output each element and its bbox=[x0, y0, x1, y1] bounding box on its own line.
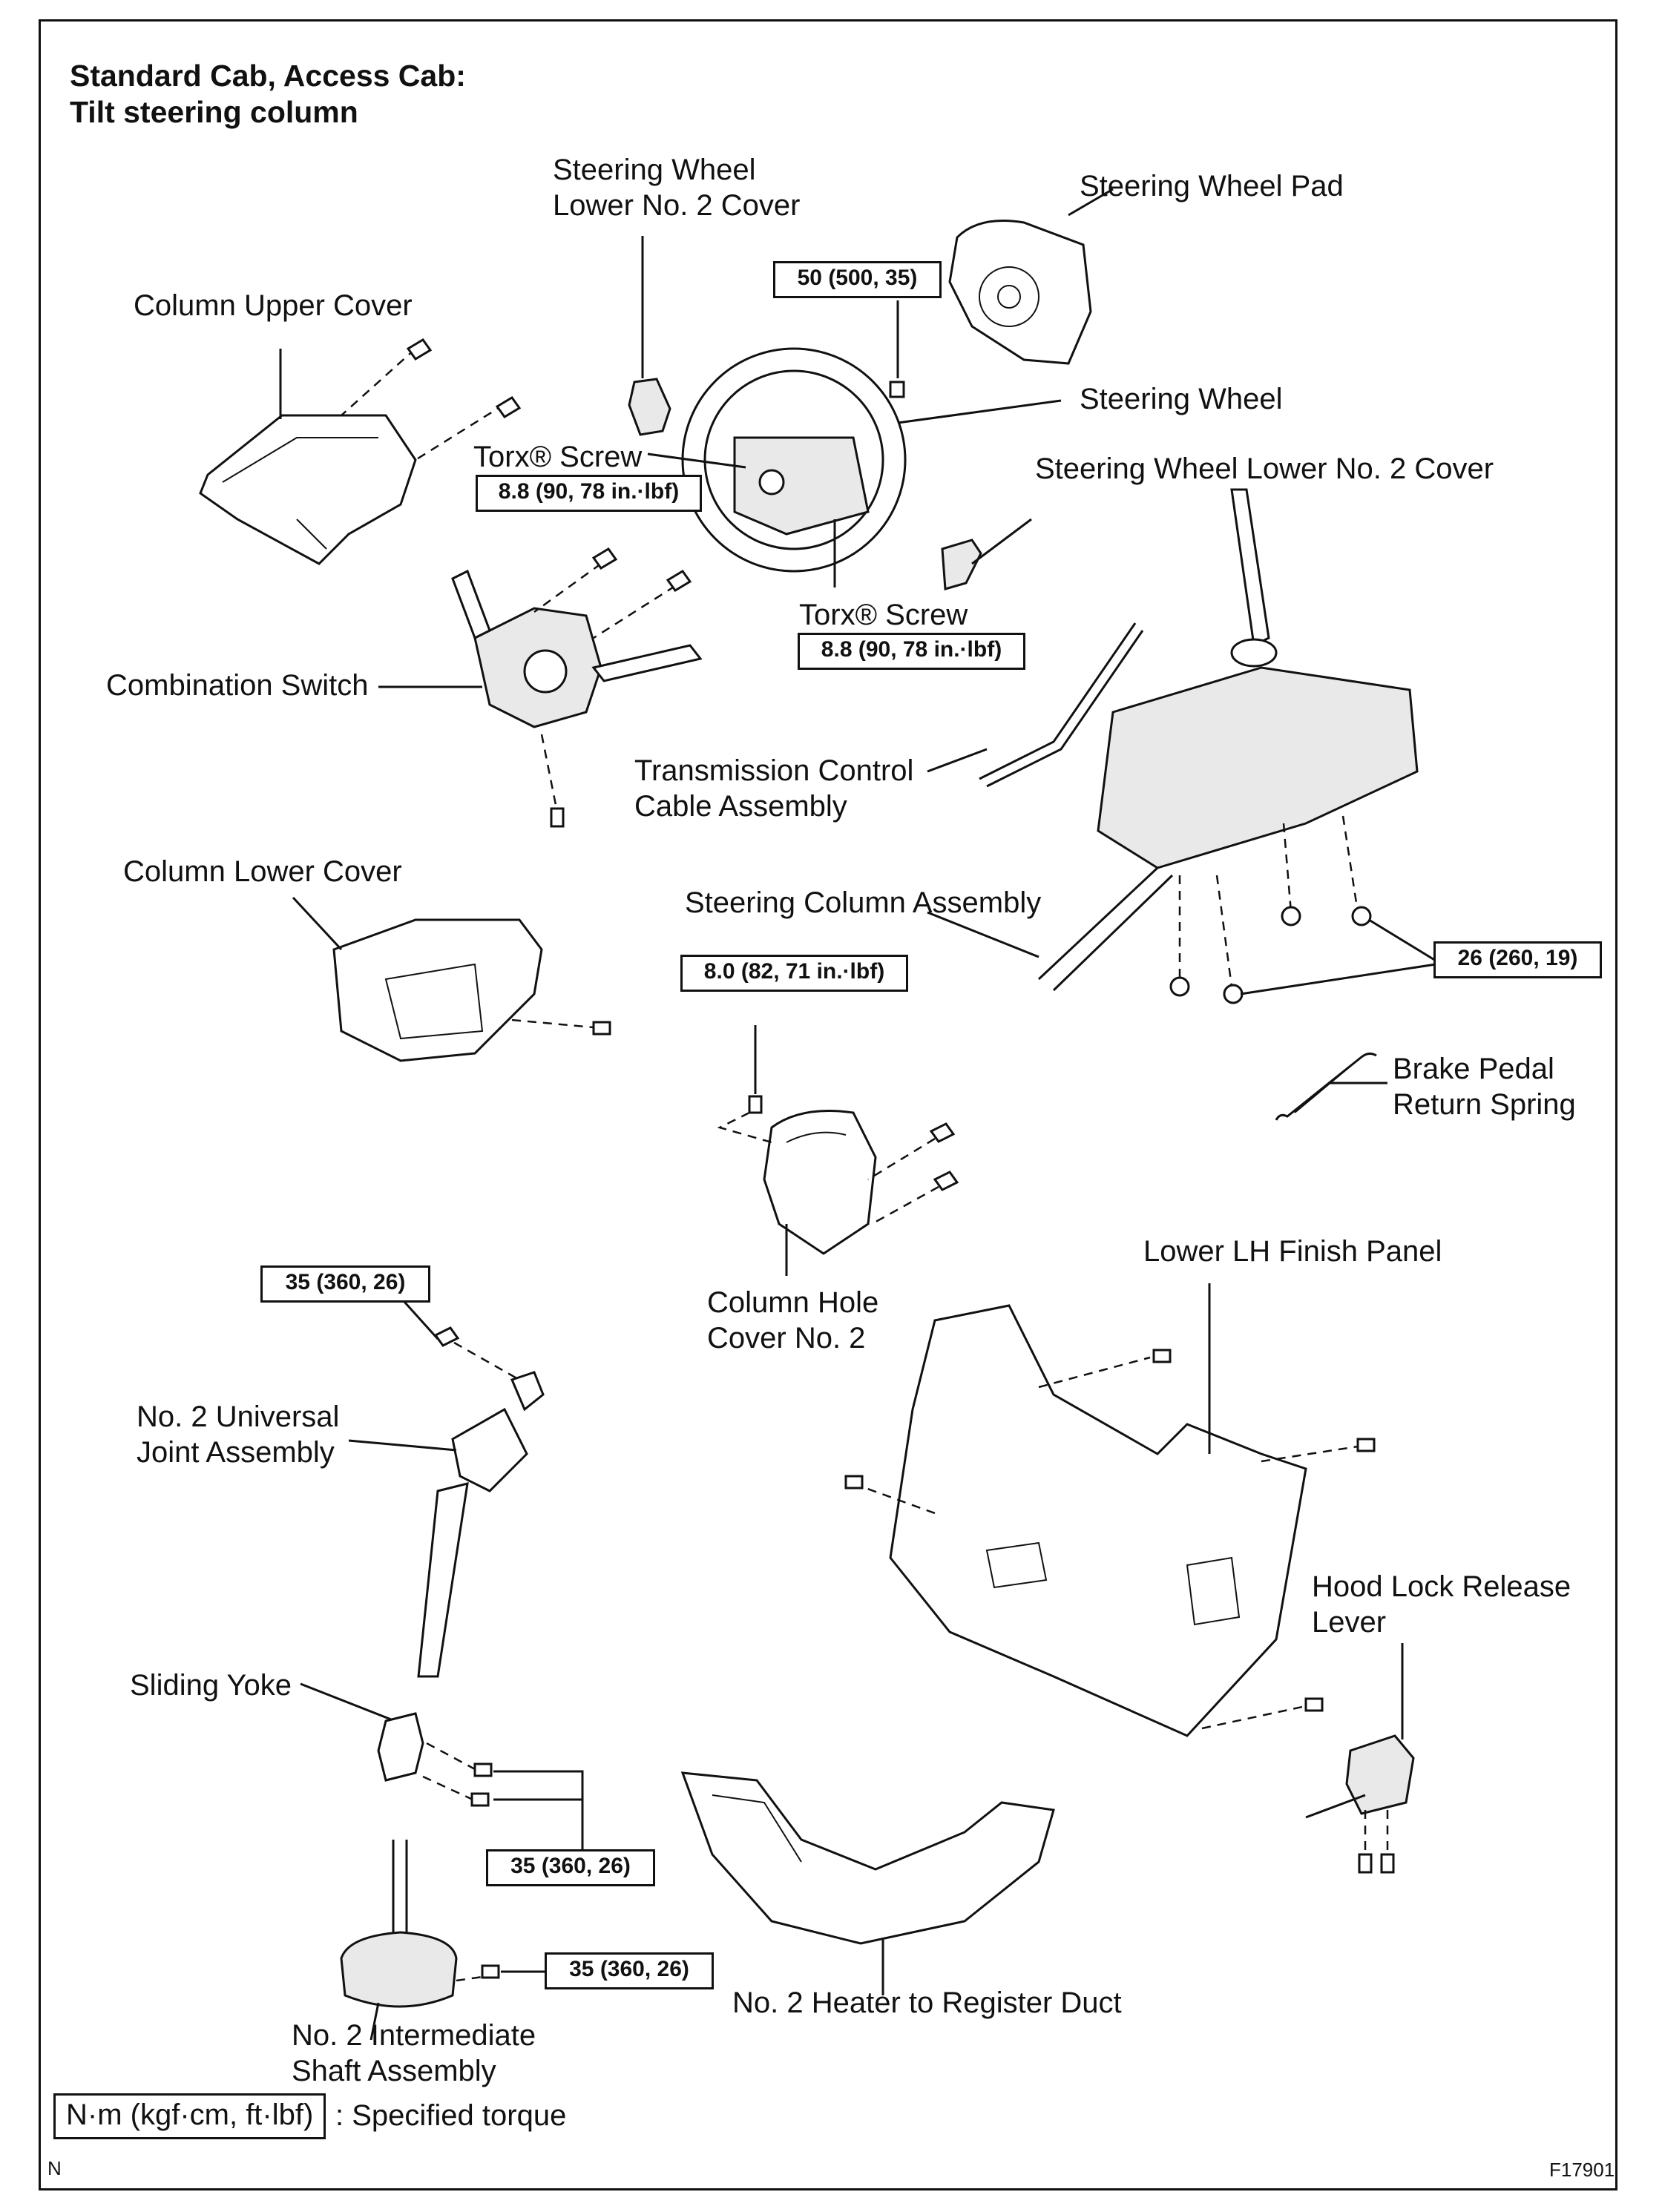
label-hood-lock-release-lever: Hood Lock Release Lever bbox=[1312, 1569, 1571, 1640]
column-hole-cover-part bbox=[717, 1025, 959, 1276]
sliding-yoke-part bbox=[300, 1682, 584, 1869]
label-steering-wheel-lower-cover-top: Steering Wheel Lower No. 2 Cover bbox=[553, 152, 800, 223]
label-line: Shaft Assembly bbox=[292, 2055, 496, 2087]
intermediate-shaft-part bbox=[340, 1840, 545, 2041]
label-line: Column Hole bbox=[707, 1286, 879, 1319]
combination-switch-part bbox=[378, 547, 703, 828]
column-upper-cover-part bbox=[199, 338, 522, 565]
label-line: Cover No. 2 bbox=[707, 1322, 866, 1354]
legend-unit-box: N·m (kgf·cm, ft·lbf) bbox=[53, 2093, 326, 2139]
label-sliding-yoke: Sliding Yoke bbox=[130, 1669, 292, 1702]
figure-frame bbox=[39, 19, 1617, 2190]
steering-wheel-lower-cover-right-part bbox=[941, 518, 1032, 590]
label-line: Brake Pedal bbox=[1393, 1053, 1554, 1085]
torque-sliding-yoke-bolts: 35 (360, 26) bbox=[486, 1849, 655, 1886]
title-line-1: Standard Cab, Access Cab: bbox=[70, 59, 466, 93]
label-line: No. 2 Intermediate bbox=[292, 2019, 536, 2052]
torque-torx-screw-2: 8.8 (90, 78 in.·lbf) bbox=[798, 633, 1025, 670]
label-lower-lh-finish-panel: Lower LH Finish Panel bbox=[1143, 1235, 1442, 1268]
lower-lh-finish-panel-part bbox=[844, 1283, 1376, 1737]
corner-mark-n: N bbox=[47, 2157, 62, 2179]
label-steering-column-assembly: Steering Column Assembly bbox=[685, 886, 1042, 919]
label-line: Hood Lock Release bbox=[1312, 1570, 1571, 1603]
label-column-upper-cover: Column Upper Cover bbox=[134, 289, 413, 322]
torque-hole-cover-bolt: 8.0 (82, 71 in.·lbf) bbox=[680, 955, 908, 992]
heater-duct-part bbox=[680, 1771, 1055, 1995]
label-steering-wheel: Steering Wheel bbox=[1080, 383, 1283, 415]
torque-universal-joint-bolt: 35 (360, 26) bbox=[260, 1265, 430, 1303]
label-transmission-control-cable: Transmission Control Cable Assembly bbox=[634, 753, 913, 824]
label-steering-wheel-pad: Steering Wheel Pad bbox=[1080, 170, 1344, 203]
label-combination-switch: Combination Switch bbox=[106, 669, 369, 702]
diagram-title: Standard Cab, Access Cab: Tilt steering … bbox=[70, 58, 466, 131]
label-heater-duct: No. 2 Heater to Register Duct bbox=[732, 1986, 1122, 2019]
label-line: Lower No. 2 Cover bbox=[553, 189, 801, 222]
figure-code: F17901 bbox=[1549, 2159, 1615, 2181]
transmission-cable-part bbox=[927, 622, 1144, 788]
column-lower-cover-part bbox=[292, 896, 611, 1062]
steering-wheel-pad-part bbox=[948, 188, 1114, 365]
label-line: No. 2 Universal bbox=[137, 1400, 340, 1433]
label-line: Lever bbox=[1312, 1606, 1387, 1639]
label-line: Return Spring bbox=[1393, 1088, 1576, 1121]
torque-torx-screw-1: 8.8 (90, 78 in.·lbf) bbox=[476, 475, 702, 512]
steering-wheel-part bbox=[647, 300, 1062, 587]
brake-pedal-spring-part bbox=[1275, 1052, 1387, 1121]
label-brake-pedal-return-spring: Brake Pedal Return Spring bbox=[1393, 1051, 1576, 1122]
hood-lock-release-part bbox=[1305, 1643, 1415, 1874]
steering-column-part bbox=[927, 488, 1436, 1004]
label-line: Steering Wheel bbox=[553, 154, 756, 186]
universal-joint-part bbox=[348, 1300, 545, 1678]
label-universal-joint: No. 2 Universal Joint Assembly bbox=[137, 1399, 339, 1470]
steering-wheel-lower-cover-part bbox=[628, 236, 671, 436]
torque-intermediate-shaft-bolt: 35 (360, 26) bbox=[545, 1952, 714, 1989]
label-line: Transmission Control bbox=[634, 754, 914, 787]
label-steering-wheel-lower-cover-right: Steering Wheel Lower No. 2 Cover bbox=[1035, 452, 1494, 485]
label-intermediate-shaft: No. 2 Intermediate Shaft Assembly bbox=[292, 2018, 536, 2089]
label-column-lower-cover: Column Lower Cover bbox=[123, 855, 402, 888]
label-column-hole-cover: Column Hole Cover No. 2 bbox=[707, 1285, 878, 1356]
torque-column-nuts: 26 (260, 19) bbox=[1433, 941, 1602, 978]
label-torx-screw-1: Torx® Screw bbox=[473, 441, 643, 473]
label-line: Cable Assembly bbox=[634, 790, 847, 823]
label-torx-screw-2: Torx® Screw bbox=[799, 599, 968, 631]
title-line-2: Tilt steering column bbox=[70, 95, 358, 129]
legend-text: : Specified torque bbox=[335, 2099, 567, 2132]
label-line: Joint Assembly bbox=[137, 1436, 335, 1469]
torque-steering-wheel-nut: 50 (500, 35) bbox=[773, 261, 942, 298]
